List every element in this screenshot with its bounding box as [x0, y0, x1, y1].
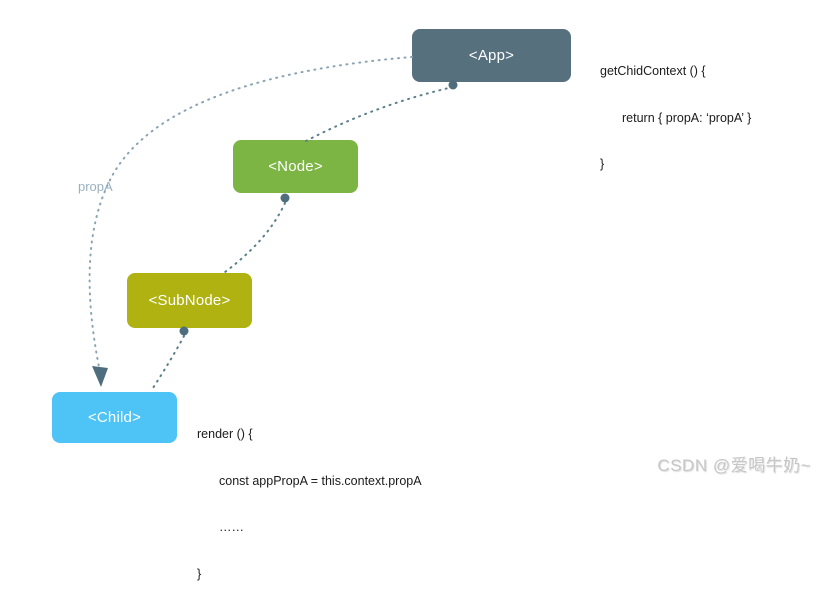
- edge-subnode-to-child: [150, 335, 185, 392]
- node-label-child: <Child>: [87, 409, 142, 426]
- diagram-node-child: <Child>: [52, 392, 177, 443]
- arrow-head-icon: [92, 366, 108, 387]
- code-line: ……: [219, 520, 244, 534]
- code-line: return { propA: ‘propA’ }: [622, 110, 752, 125]
- node-label-subnode: <SubNode>: [148, 292, 231, 309]
- code-line: const appPropA = this.context.propA: [219, 473, 422, 488]
- code-line: }: [600, 157, 605, 171]
- edge-node-to-subnode: [224, 202, 286, 273]
- app-code-annotation: getChidContext () { return { propA: ‘pro…: [600, 33, 751, 204]
- edge-label-propa: propA: [78, 179, 113, 194]
- diagram-node-app: <App>: [412, 29, 571, 82]
- code-line: render () {: [197, 427, 253, 441]
- watermark: CSDN @爱喝牛奶~: [657, 456, 811, 475]
- node-label-node: <Node>: [268, 158, 323, 175]
- edge-app-to-node: [305, 86, 454, 142]
- child-code-annotation: render () { const appPropA = this.contex…: [197, 396, 422, 613]
- diagram-canvas: <App> <Node> <SubNode> <Child> propA get…: [52, 29, 811, 581]
- anchor-dot-node: [280, 193, 290, 203]
- node-label-app: <App>: [468, 47, 515, 64]
- code-line: }: [197, 566, 202, 581]
- diagram-node-node: <Node>: [233, 140, 358, 193]
- diagram-node-subnode: <SubNode>: [127, 273, 252, 328]
- code-line: getChidContext () {: [600, 64, 706, 78]
